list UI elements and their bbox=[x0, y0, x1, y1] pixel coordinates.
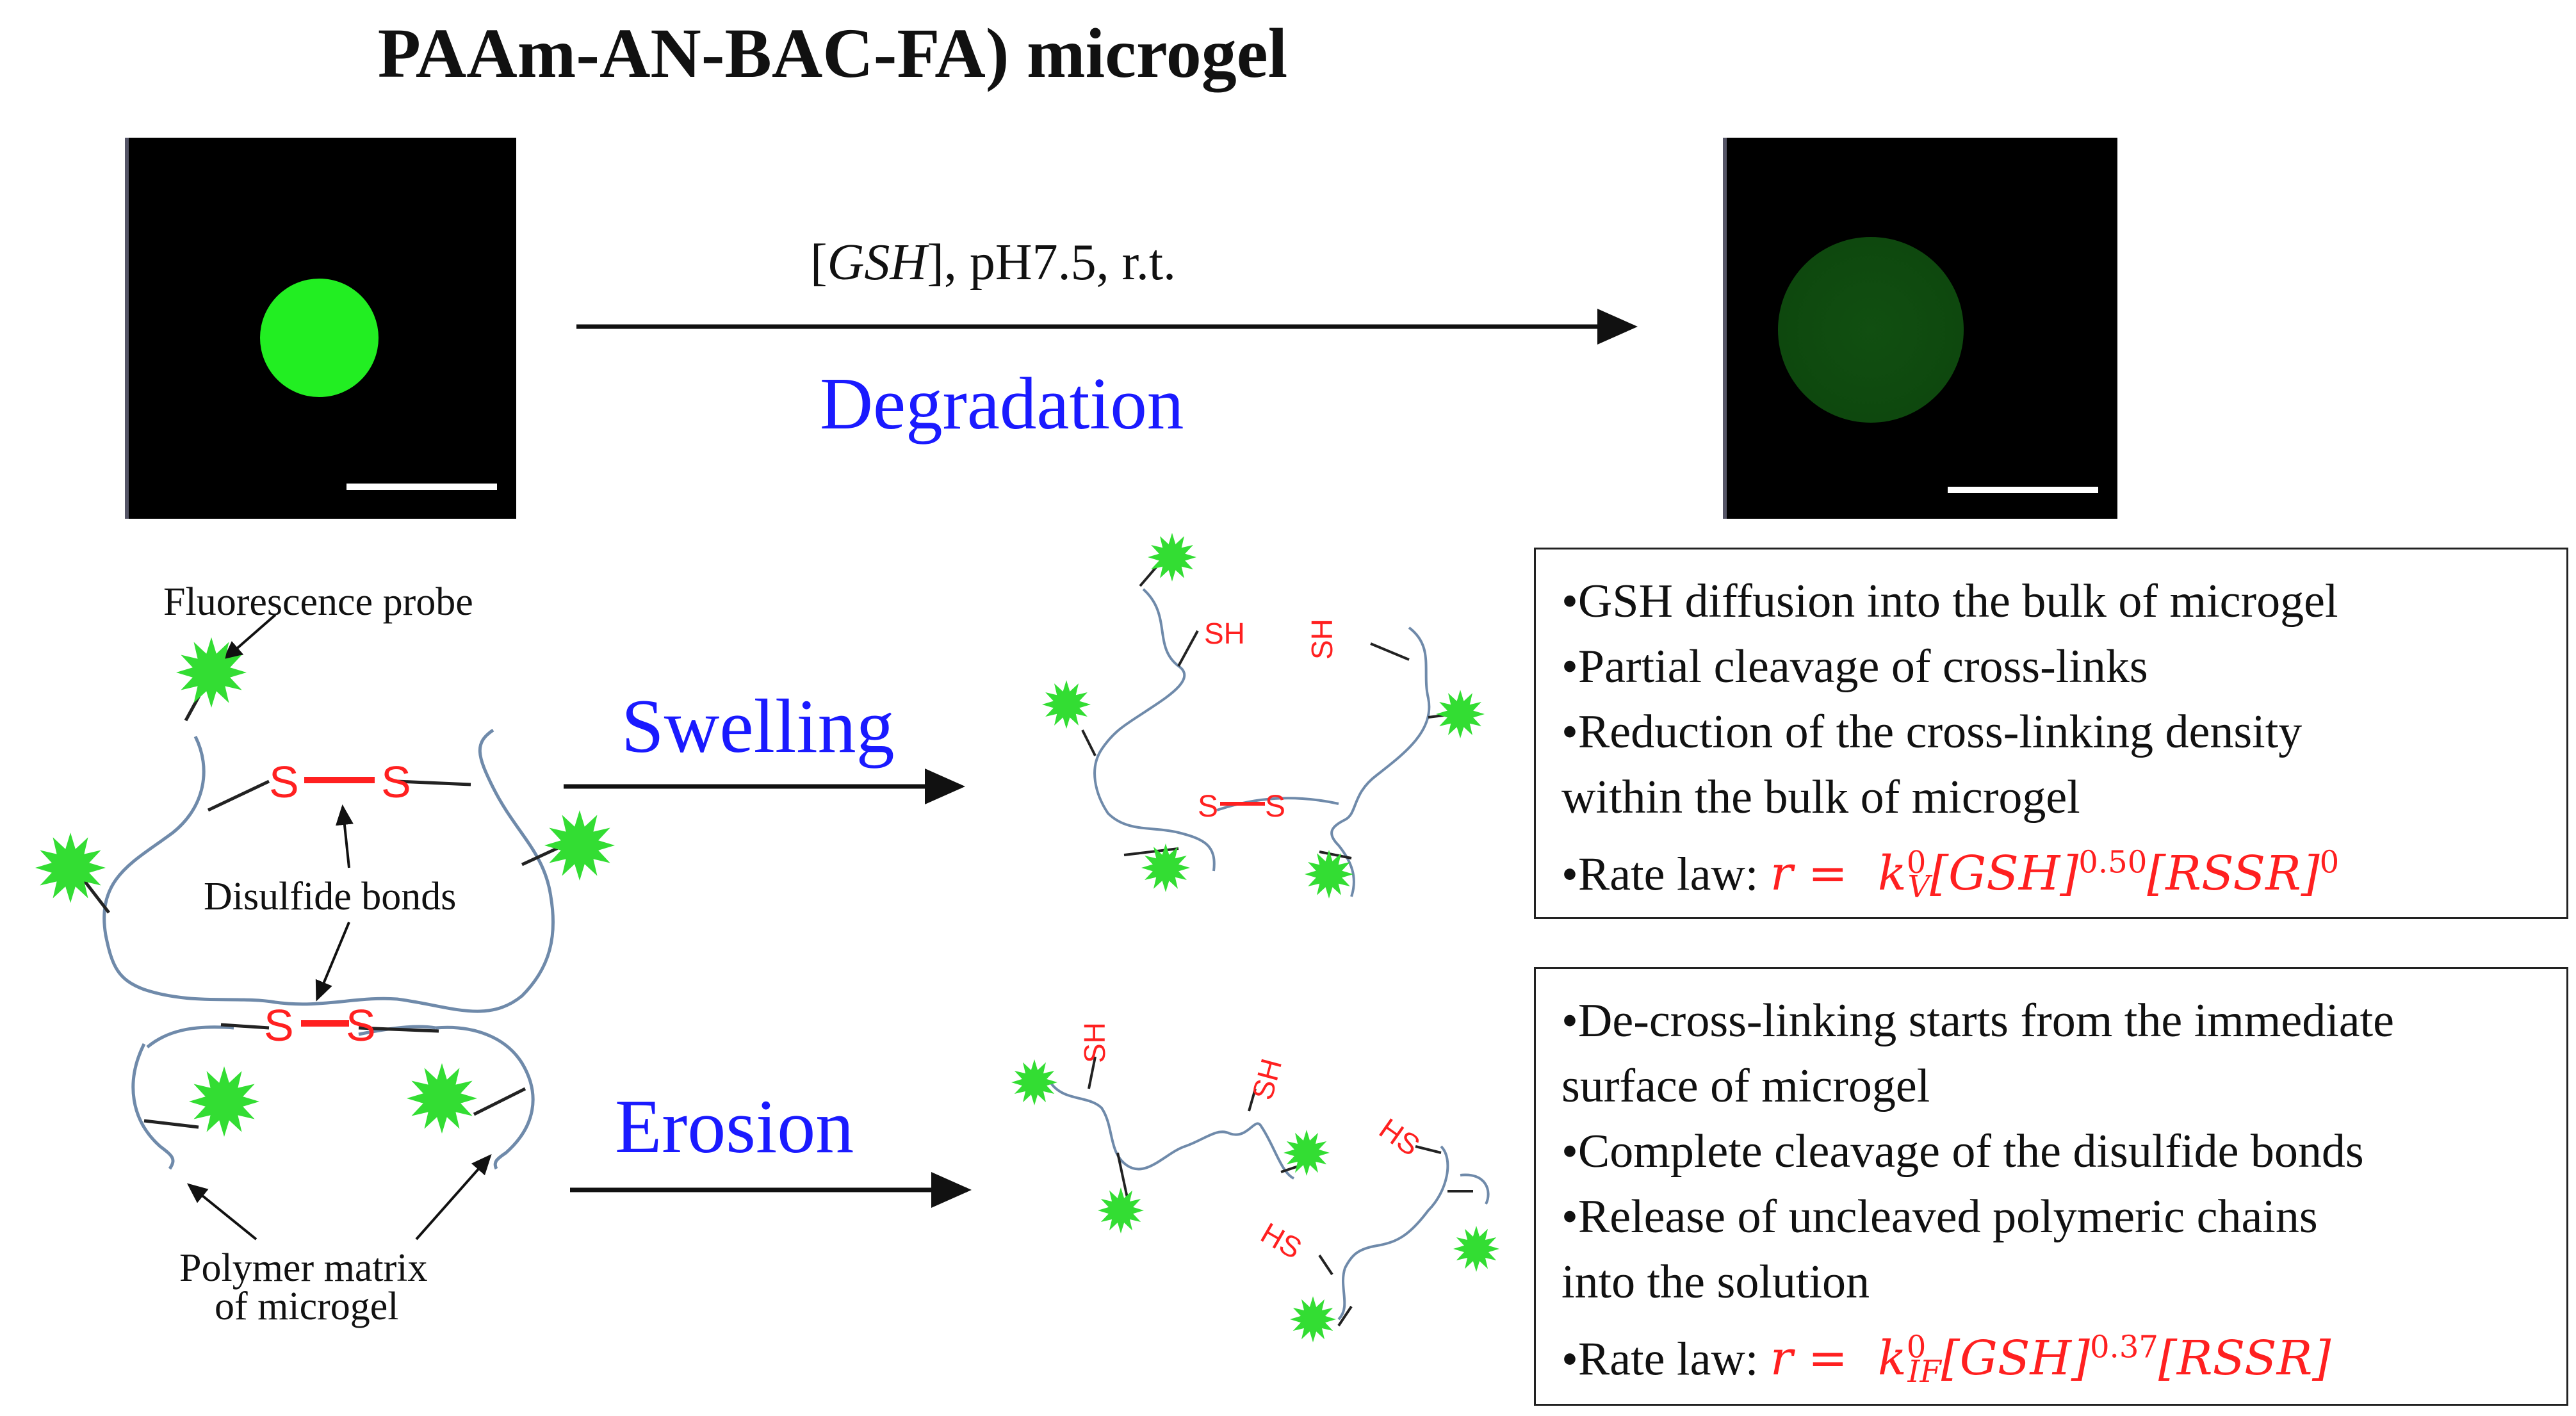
scale-bar bbox=[346, 484, 497, 490]
fluorescence-probe-star bbox=[1098, 1187, 1144, 1233]
fluorescence-probe-star bbox=[1305, 850, 1353, 899]
fluorescence-probe-star bbox=[1436, 690, 1485, 738]
polymer-chain bbox=[358, 1025, 436, 1036]
microgel-image-before bbox=[125, 138, 516, 519]
polymer-chain bbox=[102, 728, 555, 1013]
erosion-rate-law: •Rate law: r = k0IF[GSH]0.37[RSSR] bbox=[1561, 1315, 2541, 1404]
fluorescence-probe-star bbox=[407, 1063, 477, 1134]
reaction-conditions: [GSH], pH7.5, r.t. bbox=[810, 234, 1177, 291]
fluorescence-probe-star bbox=[1284, 1130, 1330, 1176]
polymer-matrix-label: Polymer matrix bbox=[179, 1246, 428, 1290]
fluorescence-probe-star bbox=[189, 1066, 259, 1137]
disulfide-bond-upper: S S bbox=[269, 757, 411, 807]
rate-law-equation: r = k0IF[GSH]0.37[RSSR] bbox=[1770, 1330, 2331, 1390]
sulfur-label: S bbox=[381, 757, 411, 807]
rate-law-prefix: •Rate law: bbox=[1561, 848, 1759, 901]
thiol-label: SH bbox=[1245, 1055, 1288, 1103]
disulfide-bonds-label: Disulfide bonds bbox=[204, 875, 457, 918]
thiol-label: HS bbox=[1255, 1216, 1307, 1265]
sulfur-label: S bbox=[1265, 790, 1285, 824]
microgel-image-after bbox=[1723, 138, 2117, 519]
erosion-label: Erosion bbox=[615, 1084, 854, 1169]
erosion-description-box: •De-cross-linking starts from the immedi… bbox=[1534, 967, 2568, 1406]
eroded-fragments bbox=[1049, 1081, 1490, 1321]
erosion-line-2: surface of microgel bbox=[1561, 1060, 1930, 1112]
polymer-chain bbox=[435, 1025, 535, 1170]
swelling-description-box: •GSH diffusion into the bulk of microgel… bbox=[1534, 548, 2568, 919]
gsh-italic: GSH bbox=[827, 234, 927, 291]
swollen-side-links bbox=[1081, 562, 1455, 859]
fluorescence-probe-star bbox=[1141, 843, 1190, 892]
fluorescence-probe-star bbox=[544, 810, 615, 881]
dim-microgel-dot bbox=[1778, 237, 1964, 423]
erosion-line-5: into the solution bbox=[1561, 1256, 1870, 1308]
fluorescence-probe-star bbox=[1290, 1296, 1336, 1342]
disulfide-bond-lower: S S bbox=[264, 1000, 376, 1050]
fluorescence-probe-star bbox=[1042, 680, 1091, 729]
scale-bar bbox=[1948, 487, 2098, 493]
sulfur-label: S bbox=[346, 1000, 376, 1050]
rate-law-equation: r = k0V[GSH]0.50[RSSR]0 bbox=[1770, 845, 2340, 906]
swelling-line-2: •Partial cleavage of cross-links bbox=[1561, 640, 2148, 693]
polymer-matrix-label-2: of microgel bbox=[215, 1285, 399, 1328]
thiol-label: SH bbox=[1078, 1022, 1111, 1063]
conditions-rest: ], pH7.5, r.t. bbox=[927, 234, 1177, 291]
erosion-line-3: •Complete cleavage of the disulfide bond… bbox=[1561, 1125, 2364, 1178]
swelling-line-4: within the bulk of microgel bbox=[1561, 771, 2080, 824]
thiol-label: SH bbox=[1305, 619, 1339, 660]
label-pointers bbox=[186, 614, 492, 1241]
polymer-chain bbox=[131, 1043, 175, 1170]
swollen-network bbox=[1093, 588, 1431, 897]
degradation-label: Degradation bbox=[820, 363, 1184, 444]
page-title: PAAm-AN-BAC-FA) microgel bbox=[377, 14, 1288, 92]
intact-network bbox=[102, 728, 555, 1170]
fluorescence-probe-star bbox=[35, 833, 106, 903]
swelling-rate-law: •Rate law: r = k0V[GSH]0.50[RSSR]0 bbox=[1561, 830, 2541, 920]
sulfur-label: S bbox=[1198, 790, 1218, 824]
erosion-line-1: •De-cross-linking starts from the immedi… bbox=[1561, 995, 2395, 1047]
erosion-line-4: •Release of uncleaved polymeric chains bbox=[1561, 1191, 2318, 1243]
sulfur-label: S bbox=[269, 757, 299, 807]
fluorescence-probe-label: Fluorescence probe bbox=[163, 580, 473, 624]
fluorescence-probe-star bbox=[1011, 1059, 1057, 1105]
sulfur-label: S bbox=[264, 1000, 294, 1050]
polymer-chain bbox=[146, 1025, 234, 1048]
swelling-label: Swelling bbox=[621, 683, 895, 769]
eroded-side-links bbox=[1088, 1056, 1473, 1327]
thiol-label: SH bbox=[1204, 617, 1245, 650]
thiol-label: HS bbox=[1373, 1112, 1426, 1162]
fluorescence-probe-star bbox=[176, 637, 247, 708]
swelling-line-3: •Reduction of the cross-linking density bbox=[1561, 706, 2303, 758]
swelling-line-1: •GSH diffusion into the bulk of microgel bbox=[1561, 575, 2338, 628]
fluorescence-probe-star bbox=[1148, 533, 1196, 582]
fluorescence-probes bbox=[35, 533, 1499, 1342]
bright-microgel-dot bbox=[260, 279, 379, 397]
fluorescence-probe-star bbox=[1453, 1226, 1499, 1272]
rate-law-prefix: •Rate law: bbox=[1561, 1333, 1759, 1386]
